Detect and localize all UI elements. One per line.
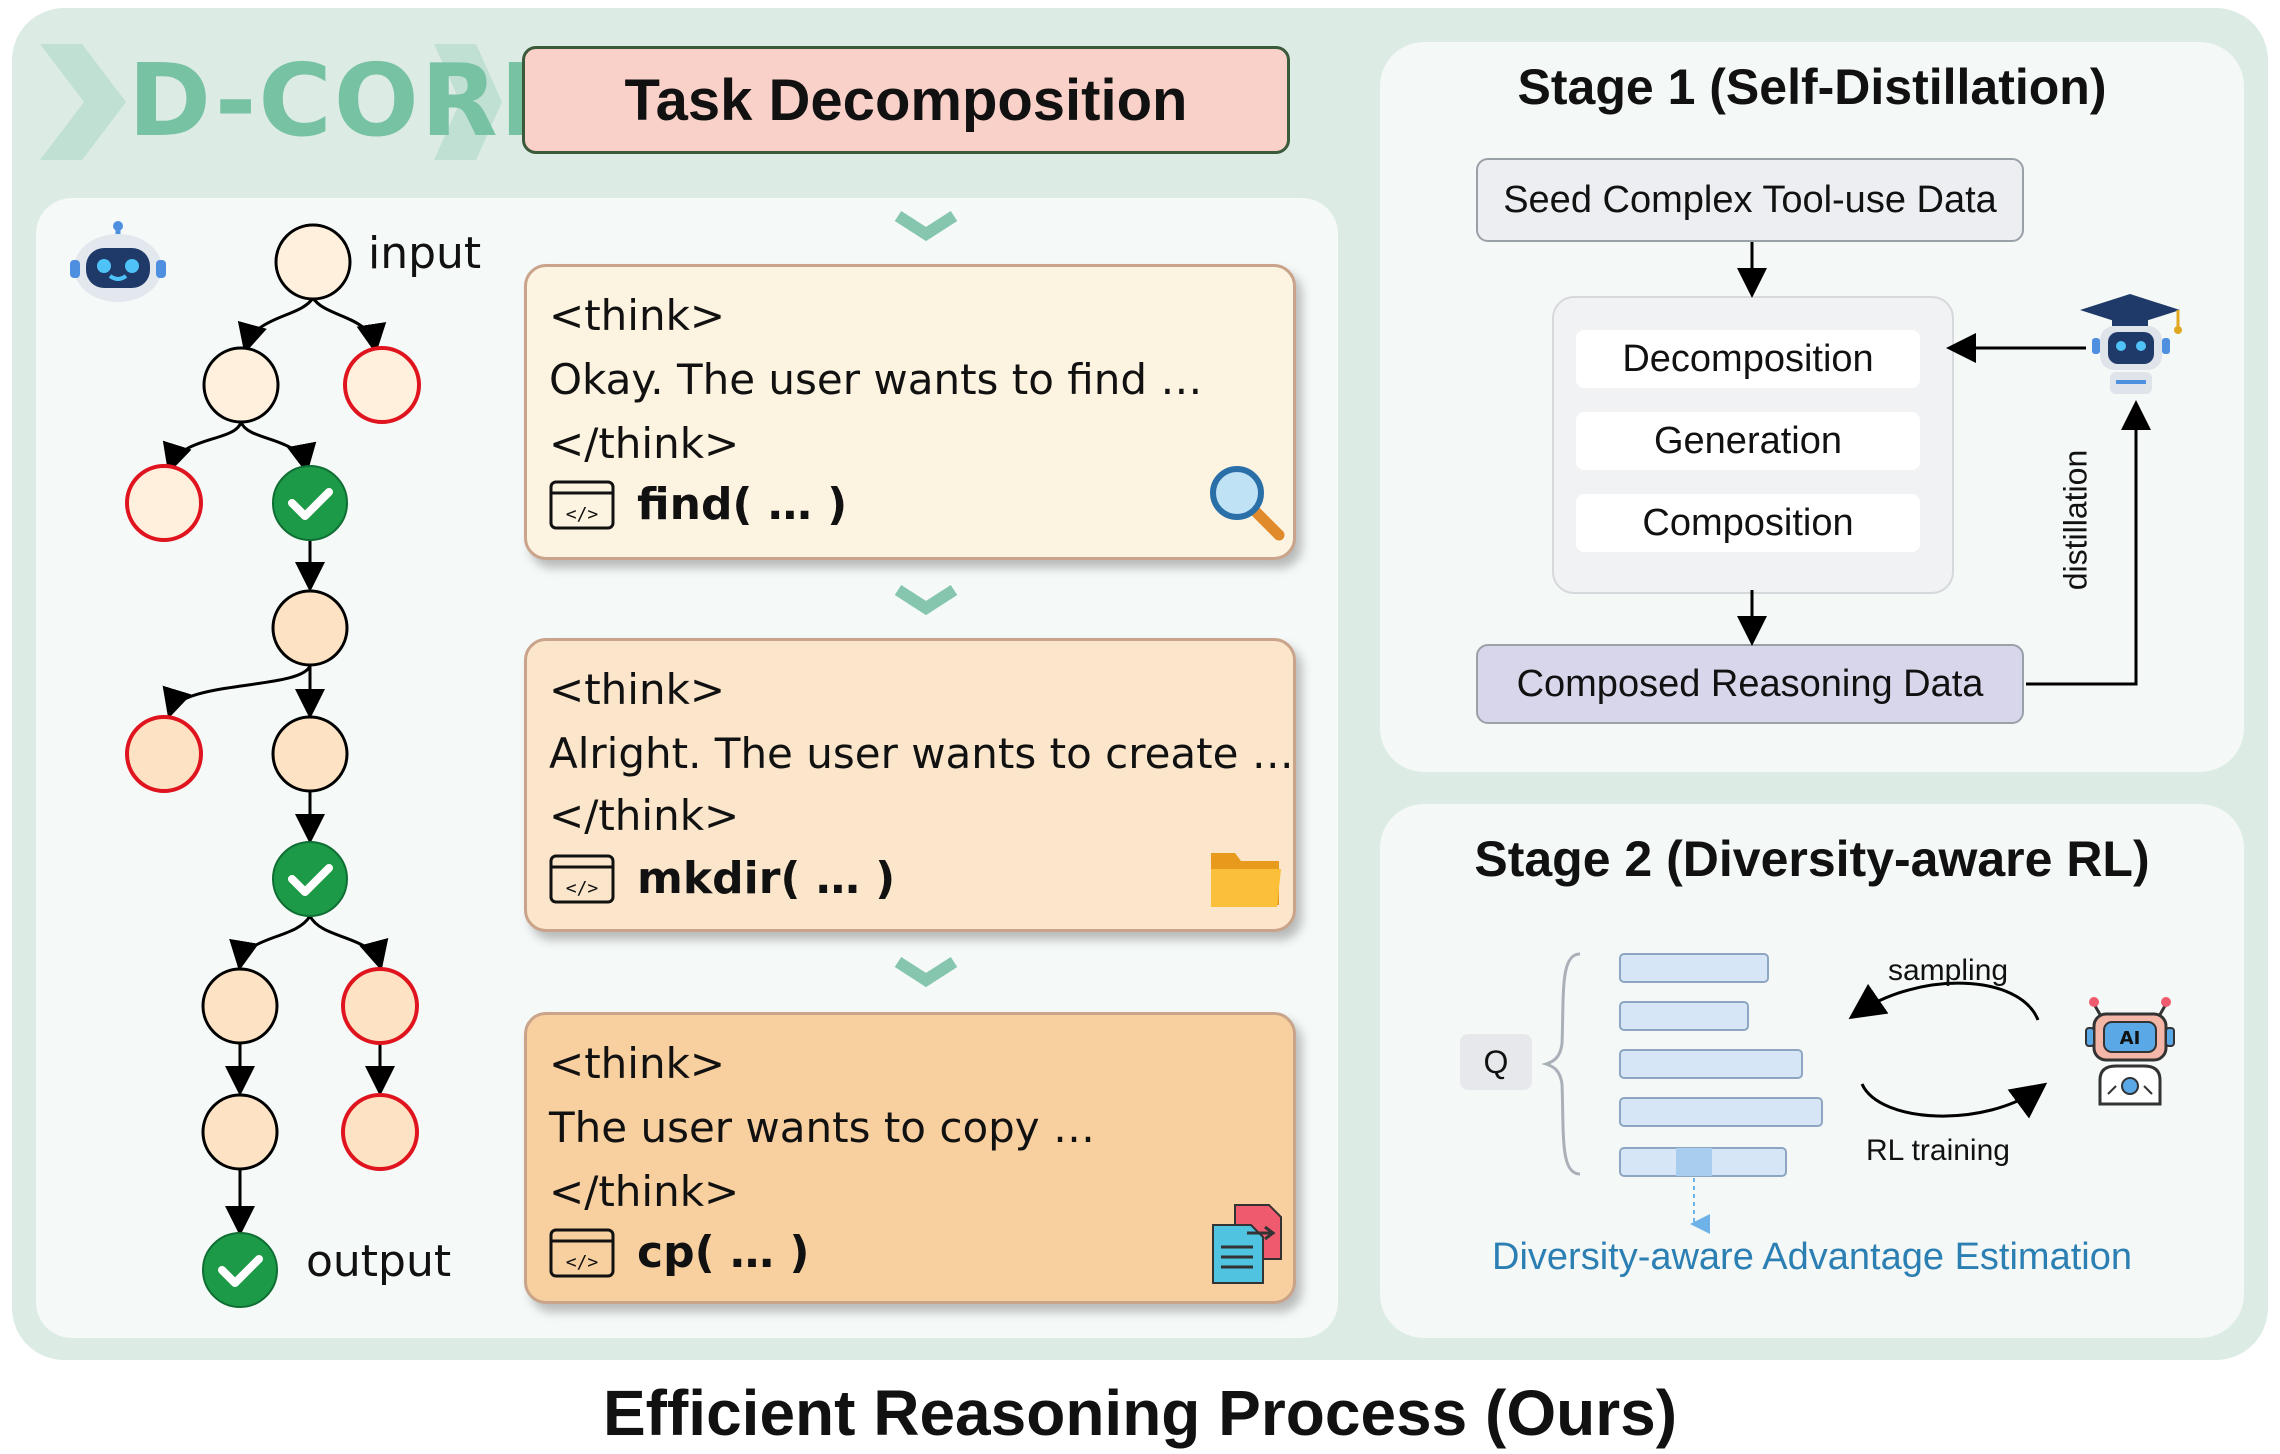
stage2-graphics — [1541, 952, 2048, 1234]
step-chevrons — [894, 210, 958, 988]
code-window-icon: </> — [549, 1228, 615, 1277]
rollout-bar — [1619, 1049, 1803, 1079]
composed-data-box: Composed Reasoning Data — [1476, 644, 2024, 724]
chevron-down-icon — [894, 210, 958, 242]
stage2-title: Stage 2 (Diversity-aware RL) — [1474, 831, 2150, 887]
logo: D-CORE — [128, 42, 571, 159]
magnifier-icon — [1210, 466, 1285, 541]
logo-chevrons — [40, 44, 502, 160]
think-close-tag: </think> — [549, 419, 740, 468]
step-card-find: <think> Okay. The user wants to find … <… — [524, 264, 1296, 560]
sampling-label: sampling — [1888, 954, 2009, 987]
rollout-bar — [1619, 1097, 1823, 1127]
rollout-bar — [1619, 953, 1769, 983]
check-node-icon — [202, 1232, 278, 1308]
footer-title: Efficient Reasoning Process (Ours) — [602, 1377, 1678, 1449]
advantage-label: Diversity-aware Advantage Estimation — [1492, 1236, 2132, 1278]
svg-text:</>: </> — [566, 504, 599, 525]
thought-text: Okay. The user wants to find … — [549, 355, 1203, 404]
step-card-mkdir: <think> Alright. The user wants to creat… — [524, 638, 1296, 932]
think-open-tag: <think> — [549, 665, 726, 714]
tool-call-name: mkdir( … ) — [637, 853, 896, 904]
reasoning-tree — [125, 223, 421, 1308]
copy-file-icon — [1212, 1204, 1282, 1284]
svg-text:</>: </> — [566, 878, 599, 899]
thought-text: Alright. The user wants to create … — [549, 729, 1294, 778]
stage1-arrows — [1737, 242, 2151, 686]
think-open-tag: <think> — [549, 291, 726, 340]
rollout-bar — [1619, 1001, 1749, 1031]
tool-call: </> cp( … ) — [549, 1227, 809, 1278]
check-node-icon — [272, 841, 348, 917]
thought-text: The user wants to copy … — [549, 1103, 1095, 1152]
method-generation: Generation — [1576, 412, 1920, 470]
svg-text:</>: </> — [566, 1252, 599, 1273]
output-label: output — [306, 1236, 452, 1287]
teacher-robot-icon — [2080, 294, 2182, 394]
tool-call: </> mkdir( … ) — [549, 853, 895, 904]
svg-text:AI: AI — [2120, 1028, 2141, 1049]
stage1-title: Stage 1 (Self-Distillation) — [1517, 59, 2107, 115]
distillation-label: distillation — [2057, 449, 2094, 591]
code-window-icon: </> — [549, 854, 615, 903]
tool-call: </> find( … ) — [549, 479, 847, 530]
think-open-tag: <think> — [549, 1039, 726, 1088]
ai-robot-icon: AI — [2085, 997, 2175, 1106]
query-box: Q — [1460, 1034, 1532, 1090]
seed-data-box: Seed Complex Tool-use Data — [1476, 158, 2024, 242]
robot-icon — [70, 221, 166, 302]
input-label: input — [368, 228, 482, 279]
think-close-tag: </think> — [549, 1167, 740, 1216]
chevron-down-icon — [894, 584, 958, 616]
folder-icon — [1211, 853, 1281, 907]
code-window-icon: </> — [549, 480, 615, 529]
method-decomposition: Decomposition — [1576, 330, 1920, 388]
chevron-down-icon — [894, 956, 958, 988]
task-decomposition-title: Task Decomposition — [522, 46, 1290, 154]
think-close-tag: </think> — [549, 791, 740, 840]
method-composition: Composition — [1576, 494, 1920, 552]
check-node-icon — [272, 465, 348, 541]
tool-call-name: find( … ) — [637, 479, 848, 530]
rl-training-label: RL training — [1866, 1134, 2010, 1167]
step-card-cp: <think> The user wants to copy … </think… — [524, 1012, 1296, 1304]
tool-call-name: cp( … ) — [637, 1227, 810, 1278]
